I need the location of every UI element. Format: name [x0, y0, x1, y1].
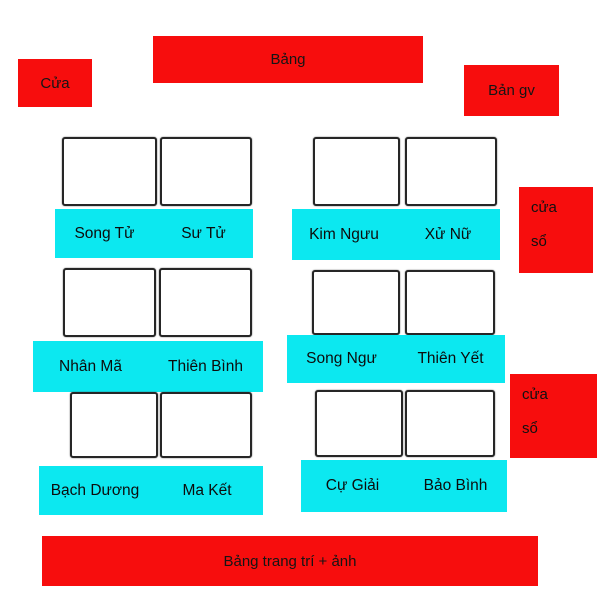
seat-label-strip: Nhân Mã Thiên Bình — [33, 341, 263, 392]
desk — [313, 137, 400, 206]
seat-label-strip: Bạch Dương Ma Kết — [39, 466, 263, 515]
board-shape: Bảng — [153, 36, 423, 83]
window-label-line: cửa — [531, 199, 557, 216]
desk — [405, 390, 495, 457]
desk — [63, 268, 156, 337]
teacher-desk-shape: Bản gv — [464, 65, 559, 116]
decoration-board-shape: Bảng trang trí + ảnh — [42, 536, 538, 586]
desk — [159, 268, 252, 337]
desk — [160, 137, 252, 206]
desk — [405, 137, 497, 206]
student-name: Thiên Bình — [168, 357, 243, 375]
student-name: Song Ngư — [306, 350, 377, 367]
door-shape: Cửa — [18, 59, 92, 107]
teacher-desk-label: Bản gv — [488, 82, 535, 99]
window-label-line: sổ — [531, 233, 547, 250]
student-name: Bạch Dương — [50, 481, 140, 499]
student-name: Xử Nữ — [424, 225, 472, 243]
seat-label-strip: Kim Ngưu Xử Nữ — [292, 209, 500, 260]
student-name: Kim Ngưu — [309, 225, 379, 243]
decoration-board-label: Bảng trang trí + ảnh — [223, 552, 357, 570]
desk — [160, 392, 252, 458]
seat-label-strip: Song Ngư Thiên Yết — [287, 335, 505, 383]
window-shape: cửa sổ — [519, 187, 593, 273]
window-shape: cửa sổ — [510, 374, 597, 458]
student-name: Ma Kết — [182, 481, 232, 499]
window-label-line: cửa — [522, 386, 548, 403]
desk — [405, 270, 495, 335]
door-label: Cửa — [40, 74, 70, 92]
student-name: Cự Giải — [325, 477, 380, 494]
student-name: Song Tử — [74, 224, 135, 242]
desk — [315, 390, 403, 457]
seat-label-strip: Cự Giải Bảo Bình — [301, 460, 507, 512]
student-name: Thiên Yết — [417, 350, 484, 367]
student-name: Bảo Bình — [423, 477, 488, 494]
student-name: Sư Tử — [181, 224, 226, 242]
seat-label-strip: Song Tử Sư Tử — [55, 209, 253, 258]
student-name: Nhân Mã — [59, 357, 122, 375]
desk — [312, 270, 400, 335]
desk — [62, 137, 157, 206]
desk — [70, 392, 158, 458]
board-label: Bảng — [270, 51, 306, 68]
window-label-line: sổ — [522, 420, 538, 437]
